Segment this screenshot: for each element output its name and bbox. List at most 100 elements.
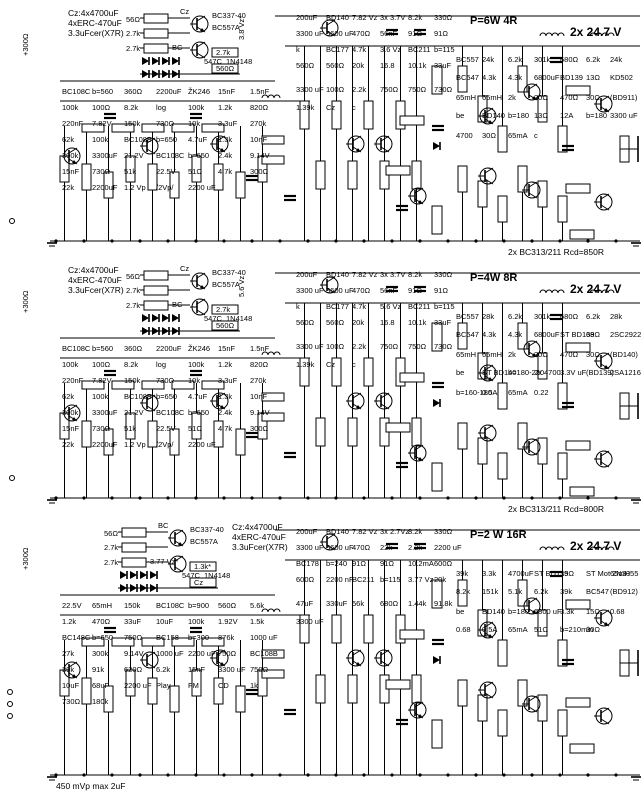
driver-label: 10.2mA bbox=[408, 559, 434, 568]
resistor-value: 560Ω bbox=[216, 321, 235, 330]
output-label: 4.3k bbox=[508, 73, 522, 82]
driver-label: 200uF bbox=[296, 527, 318, 536]
driver-label: 200uF bbox=[296, 270, 318, 279]
amplifier-section-2: Cz:4x4700uF4xERC-470uF3.3uFcer(X7R)56Ω2.… bbox=[9, 264, 641, 514]
resistor-symbol bbox=[565, 440, 591, 451]
preamp-label: 100k bbox=[62, 360, 79, 369]
driver-label: 750Ω bbox=[380, 85, 399, 94]
preamp-label: 1.5nF bbox=[250, 344, 270, 353]
output-label: BC547 bbox=[456, 73, 479, 82]
output-label: 30Ω bbox=[586, 625, 600, 634]
preamp-label: b=650 bbox=[188, 151, 209, 160]
preamp-label: 100Ω bbox=[92, 103, 111, 112]
output-label: BD140 bbox=[482, 111, 505, 120]
preamp-label: 1.5k bbox=[250, 617, 264, 626]
inductor-symbol bbox=[589, 289, 615, 294]
resistor-symbol bbox=[235, 685, 246, 713]
driver-label: 4.7k bbox=[352, 302, 366, 311]
capacitor-spec: Cz:4x4700uF bbox=[232, 522, 283, 532]
bias-label: 1N4148 bbox=[226, 57, 252, 66]
resistor-symbol bbox=[497, 382, 508, 410]
transistor-symbol bbox=[522, 181, 541, 199]
resistor-symbol bbox=[363, 357, 374, 387]
capacitor-symbol bbox=[284, 708, 296, 716]
output-label: 4.3k bbox=[482, 330, 496, 339]
capacitor-symbol bbox=[550, 313, 562, 321]
resistor-symbol bbox=[261, 155, 285, 165]
bias-label: 1N4148 bbox=[204, 571, 230, 580]
preamp-label: 730Ω bbox=[156, 376, 175, 385]
output-label: be bbox=[456, 368, 464, 377]
preamp-label: 730Ω bbox=[62, 697, 81, 706]
diode-symbol bbox=[120, 571, 128, 579]
preamp-label: 65mH bbox=[92, 601, 112, 610]
output-label: 30Ω bbox=[482, 131, 496, 140]
preamp-label: 3.3uF bbox=[218, 119, 238, 128]
transistor-symbol bbox=[478, 364, 497, 382]
transistor-symbol bbox=[522, 438, 541, 456]
preamp-label: 100k bbox=[62, 103, 79, 112]
output-label: BD140 bbox=[482, 607, 505, 616]
junction-dot bbox=[530, 239, 534, 243]
diode-symbol bbox=[162, 57, 170, 65]
junction-dot bbox=[54, 496, 58, 500]
preamp-label: 15nF bbox=[218, 344, 236, 353]
transistor-symbol bbox=[522, 695, 541, 713]
diode-symbol bbox=[433, 656, 441, 664]
output-label: 15Ω bbox=[586, 607, 600, 616]
junction-dot bbox=[502, 239, 506, 243]
output-label: 28k bbox=[610, 312, 622, 321]
driver-label: BC177 bbox=[326, 45, 349, 54]
junction-dot bbox=[278, 496, 282, 500]
resistor-symbol bbox=[211, 320, 239, 331]
driver-label: 330Ω bbox=[434, 13, 453, 22]
junction-dot bbox=[614, 773, 618, 777]
driver-label: 7.82 Vz bbox=[352, 13, 378, 22]
inductor-symbol bbox=[589, 546, 615, 551]
preamp-label: b=650 bbox=[156, 135, 177, 144]
inductor-symbol bbox=[261, 351, 281, 356]
capacitor-symbol bbox=[562, 144, 574, 152]
resistor-symbol bbox=[121, 527, 147, 538]
preamp-label: 100k bbox=[188, 103, 205, 112]
output-label: 4.3k bbox=[508, 330, 522, 339]
capacitor-symbol bbox=[386, 28, 398, 36]
output-label: 2SC2922 bbox=[610, 330, 641, 339]
resistor-symbol bbox=[143, 43, 169, 54]
resistor-symbol bbox=[81, 163, 92, 191]
preamp-label: 7.82V bbox=[92, 119, 112, 128]
driver-label: 8.2k bbox=[408, 527, 422, 536]
preamp-label: CD bbox=[218, 681, 229, 690]
driver-label: 3x 3.7V bbox=[380, 13, 405, 22]
driver-label: 3300 uF bbox=[296, 286, 324, 295]
capacitor-symbol bbox=[246, 431, 258, 439]
resistor-value: 56Ω bbox=[104, 529, 118, 538]
junction-dot bbox=[362, 773, 366, 777]
ground-symbol bbox=[631, 499, 641, 504]
preamp-label: 820Ω bbox=[250, 360, 269, 369]
capacitor-symbol bbox=[550, 570, 562, 578]
resistor-symbol bbox=[411, 674, 422, 704]
resistor-symbol bbox=[261, 649, 285, 659]
resistor-symbol bbox=[169, 685, 180, 713]
capacitor-spec: 3.3uFcer(X7R) bbox=[68, 285, 124, 295]
preamp-label: 2.4k bbox=[218, 151, 232, 160]
transistor-symbol bbox=[374, 649, 393, 667]
supply-voltage-label: 2x 24.7 V bbox=[570, 25, 621, 39]
driver-label: 7.82 Vz bbox=[352, 527, 378, 536]
driver-label: 20k bbox=[434, 575, 446, 584]
resistor-symbol bbox=[81, 677, 92, 705]
output-label: 68Ω bbox=[586, 330, 600, 339]
resistor-symbol bbox=[497, 452, 508, 480]
output-label: 65mH bbox=[482, 350, 502, 359]
preamp-label: 820Ω bbox=[250, 103, 269, 112]
preamp-label: ŽK246 bbox=[188, 87, 210, 96]
resistor-symbol bbox=[565, 342, 591, 353]
resistor-symbol bbox=[457, 679, 468, 707]
junction-dot bbox=[418, 496, 422, 500]
preamp-label: 730Ω bbox=[156, 119, 175, 128]
resistor-symbol bbox=[81, 380, 105, 390]
preamp-label: 300Ω bbox=[250, 424, 269, 433]
driver-label: BD140 bbox=[326, 527, 349, 536]
